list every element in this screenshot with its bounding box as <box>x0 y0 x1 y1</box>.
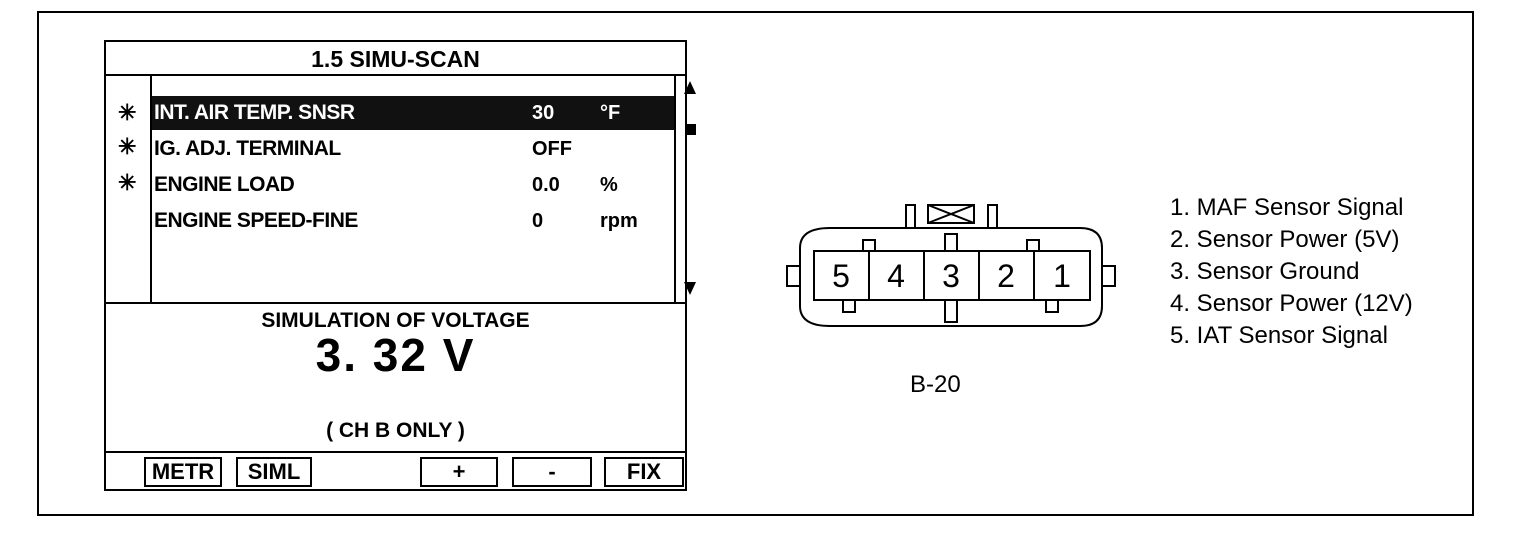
siml-button[interactable]: SIML <box>236 457 312 487</box>
row-mark-1: ✳ <box>118 100 137 125</box>
scroll-up-icon[interactable] <box>684 81 696 94</box>
parameter-list: ✳ ✳ ✳ INT. AIR TEMP. SNSR 30 °F IG. ADJ.… <box>106 76 696 304</box>
latch-icon <box>927 204 975 224</box>
screen-title: 1.5 SIMU-SCAN <box>106 42 685 76</box>
figure-frame <box>37 11 1474 516</box>
connector-left-tab <box>786 265 801 287</box>
scroll-down-icon[interactable] <box>684 282 696 295</box>
pin-label-2: 2 <box>997 258 1015 294</box>
channel-note: ( CH B ONLY ) <box>326 419 465 442</box>
connector-housing <box>799 227 1103 327</box>
simulation-title: SIMULATION OF VOLTAGE <box>261 309 530 332</box>
scan-tool-screen: 1.5 SIMU-SCAN ✳ ✳ ✳ INT. AIR TEMP. SNSR … <box>104 40 696 491</box>
legend-item-2: 2. Sensor Power (5V) <box>1170 226 1400 253</box>
legend-item-4: 4. Sensor Power (12V) <box>1170 290 1413 317</box>
pin-legend: 1. MAF Sensor Signal 2. Sensor Power (5V… <box>1170 192 1413 352</box>
connector-right-tab <box>1101 265 1116 287</box>
function-key-bar: METR SIML + - FIX <box>106 451 685 489</box>
latch-post-left <box>905 204 916 229</box>
connector-id-label: B-20 <box>910 371 961 398</box>
pin-label-5: 5 <box>832 258 850 294</box>
pin-label-1: 1 <box>1053 258 1071 294</box>
latch-post-right <box>987 204 998 229</box>
parameter-row-engine-speed-fine[interactable]: ENGINE SPEED-FINE 0 rpm <box>152 204 674 238</box>
pin-label-3: 3 <box>942 258 960 294</box>
metr-button[interactable]: METR <box>144 457 222 487</box>
fix-button[interactable]: FIX <box>604 457 684 487</box>
minus-button[interactable]: - <box>512 457 592 487</box>
parameter-unit: % <box>600 174 618 196</box>
row-mark-3: ✳ <box>118 170 137 195</box>
row-mark-2: ✳ <box>118 134 137 159</box>
parameter-value: 0.0 <box>532 174 560 196</box>
parameter-value: 30 <box>532 102 555 124</box>
simulation-voltage-value: 3. 32 V <box>315 329 476 381</box>
parameter-value: OFF <box>532 138 572 160</box>
legend-item-1: 1. MAF Sensor Signal <box>1170 194 1404 221</box>
legend-item-3: 3. Sensor Ground <box>1170 258 1360 285</box>
scroll-thumb[interactable] <box>685 124 696 135</box>
plus-button[interactable]: + <box>420 457 498 487</box>
parameter-value: 0 <box>532 210 544 232</box>
pin-label-4: 4 <box>887 258 905 294</box>
legend-item-5: 5. IAT Sensor Signal <box>1170 322 1388 349</box>
parameter-row-int-air-temp[interactable]: INT. AIR TEMP. SNSR 30 °F <box>152 96 674 130</box>
parameter-row-ig-adj-terminal[interactable]: IG. ADJ. TERMINAL OFF <box>152 132 674 166</box>
parameter-row-engine-load[interactable]: ENGINE LOAD 0.0 % <box>152 168 674 202</box>
parameter-name: INT. AIR TEMP. SNSR <box>154 101 355 124</box>
parameter-name: ENGINE SPEED-FINE <box>154 209 358 232</box>
parameter-name: ENGINE LOAD <box>154 173 295 196</box>
parameter-unit: rpm <box>600 210 638 232</box>
parameter-unit: °F <box>600 102 621 124</box>
parameter-name: IG. ADJ. TERMINAL <box>154 137 341 160</box>
parameter-rows: INT. AIR TEMP. SNSR 30 °F IG. ADJ. TERMI… <box>150 76 676 302</box>
